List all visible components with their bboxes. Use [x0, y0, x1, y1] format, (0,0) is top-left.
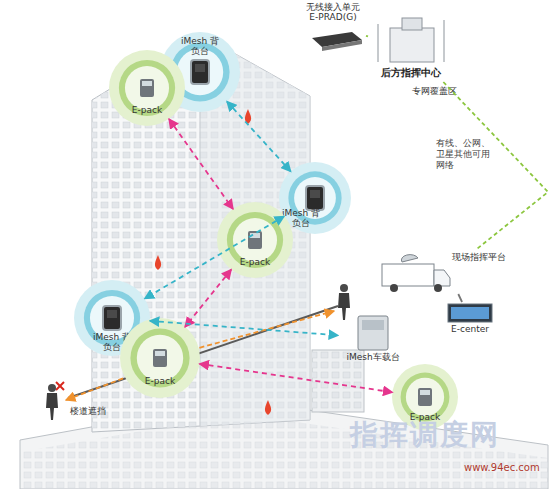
link-connector [458, 294, 462, 302]
area-label: 专网覆盖区 [412, 86, 457, 97]
link-connector [227, 102, 291, 172]
connector-label: 有线、公网、卫星其他可用网络 [436, 138, 492, 171]
firefighter-figure [46, 384, 58, 420]
blocked-mark [56, 382, 64, 390]
epack-node: E-pack [109, 50, 185, 126]
watermark-url: www.94ec.com [464, 462, 540, 474]
imesh-node: iMesh 背负台 [279, 162, 351, 234]
node-label: E-pack [120, 376, 200, 386]
link-connector [169, 119, 233, 209]
node-label: 后方指挥中心 [368, 68, 454, 78]
link-connector [150, 321, 338, 335]
epack-node: E-pack [217, 202, 293, 278]
node-label: iMesh车载台 [338, 352, 408, 362]
epack-shape [120, 318, 200, 398]
node-label: E-center [438, 324, 502, 334]
car-node: iMesh车载台 [338, 312, 408, 364]
watermark: 指挥调度网 [350, 420, 500, 450]
epack-node: E-pack [120, 318, 200, 398]
node-label: E-pack [109, 105, 185, 115]
hq-node: 后方指挥中心 [368, 14, 454, 82]
prad-node: 无线接入单元 E-PRAD(G) [300, 2, 366, 52]
tower [92, 34, 310, 432]
node-label: iMesh 背负台 [180, 36, 220, 56]
ecenter-node: E-center [438, 302, 502, 336]
node-label: 无线接入单元 E-PRAD(G) [302, 2, 364, 22]
imesh-shape [279, 162, 351, 234]
node-label: 现场指挥平台 [452, 252, 518, 262]
link-connector [185, 270, 231, 327]
firefighter-figure [338, 284, 350, 320]
link-connector [366, 35, 368, 37]
node-label: E-pack [217, 257, 293, 267]
link-connector [145, 216, 284, 298]
link-connector [443, 82, 548, 250]
link-connector [200, 364, 393, 392]
tower-windows [92, 34, 310, 432]
voice-link [184, 311, 334, 352]
obstruction-label: 楼道遮挡 [70, 406, 106, 417]
van-node: 现场指挥平台 [378, 250, 518, 294]
